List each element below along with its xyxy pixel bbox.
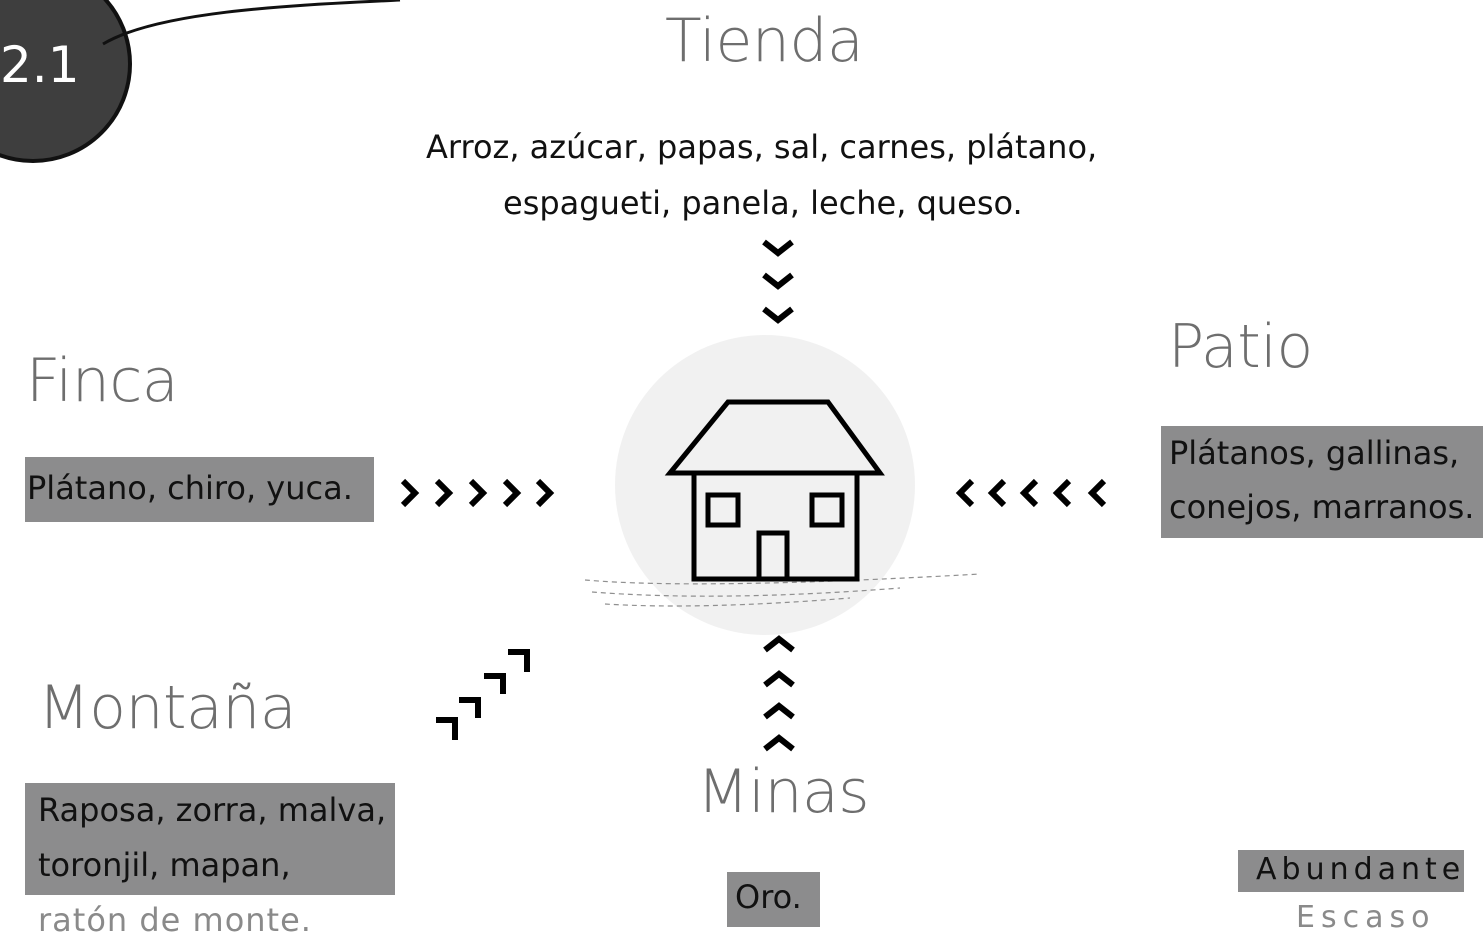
badge-connector-line <box>102 0 401 46</box>
background-circle <box>615 335 915 635</box>
patio-items-box: Plátanos, gallinas, conejos, marranos. <box>1161 426 1483 538</box>
badge-circle <box>0 0 132 163</box>
minas-items-text: Oro. <box>735 878 802 916</box>
patio-items-line2: conejos, marranos. <box>1169 488 1475 526</box>
finca-arrows-icon <box>400 478 555 508</box>
patio-items-line1: Plátanos, gallinas, <box>1169 434 1460 472</box>
patio-title: Patio <box>1168 312 1313 382</box>
patio-arrows-icon <box>955 478 1107 508</box>
finca-items-box: Plátano, chiro, yuca. <box>25 457 374 522</box>
section-badge-number: 2.1 <box>0 36 80 94</box>
tienda-title: Tienda <box>665 6 864 76</box>
montana-items-line1: Raposa, zorra, malva, <box>38 791 387 829</box>
montana-arrows-icon <box>436 649 530 740</box>
montana-items-box: Raposa, zorra, malva, toronjil, mapan, <box>25 783 395 895</box>
tienda-items-line2: espagueti, panela, leche, queso. <box>503 184 1023 222</box>
minas-title: Minas <box>697 757 870 827</box>
minas-arrows-icon <box>763 635 795 752</box>
montana-items-line2: toronjil, mapan, <box>38 846 291 884</box>
tienda-items-line1: Arroz, azúcar, papas, sal, carnes, pláta… <box>426 128 1098 166</box>
montana-title: Montaña <box>38 673 297 743</box>
legend-scarce-label: Escaso <box>1296 900 1436 935</box>
finca-items-text: Plátano, chiro, yuca. <box>27 469 353 507</box>
minas-items-box: Oro. <box>727 872 820 927</box>
montana-items-line3: ratón de monte. <box>38 901 312 939</box>
tienda-arrows-icon <box>762 239 794 324</box>
legend-abundant-box: Abundante <box>1238 850 1464 892</box>
house-icon <box>664 399 885 582</box>
legend-abundant-label: Abundante <box>1256 852 1466 887</box>
finca-title: Finca <box>26 346 179 416</box>
ground-scribble <box>584 573 981 607</box>
